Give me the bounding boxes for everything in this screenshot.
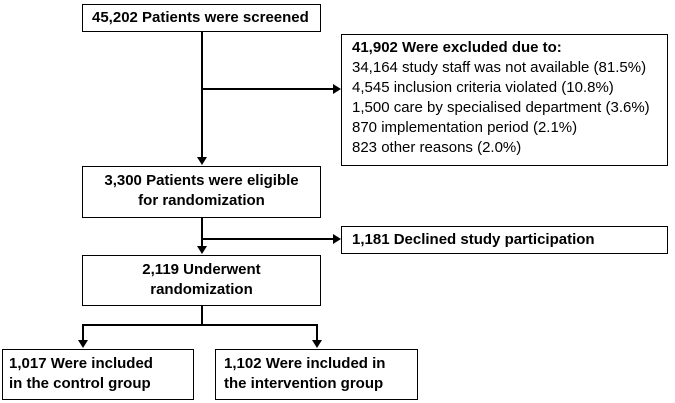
declined-text: 1,181 Declined study participation <box>352 231 595 248</box>
excluded-reason-3: 1,500 care by specialised department (3.… <box>352 99 650 116</box>
excluded-reason-4: 870 implementation period (2.1%) <box>352 119 578 136</box>
excluded-reason-2: 4,545 inclusion criteria violated (10.8%… <box>352 79 614 96</box>
arrow-to-randomized <box>197 246 207 254</box>
intervention-box: 1,102 Were included in the intervention … <box>215 349 418 400</box>
control-text-line2: in the control group <box>9 375 151 392</box>
eligible-text-line1: 3,300 Patients were eligible <box>104 172 299 189</box>
excluded-box: 41,902 Were excluded due to: 34,164 stud… <box>341 34 668 166</box>
excluded-title: 41,902 Were excluded due to: <box>352 39 562 56</box>
control-box: 1,017 Were included in the control group <box>2 349 194 400</box>
excluded-reason-1: 34,164 study staff was not available (81… <box>352 59 647 76</box>
connector-to-control <box>82 324 84 340</box>
arrow-to-eligible <box>197 157 207 165</box>
randomized-text-line2: randomization <box>150 281 253 298</box>
eligible-box: 3,300 Patients were eligible for randomi… <box>82 166 321 218</box>
intervention-text-line2: the intervention group <box>224 375 384 392</box>
screened-text: 45,202 Patients were screened <box>92 9 309 26</box>
connector-eligible-to-randomized <box>201 218 203 246</box>
control-text-line1: 1,017 Were included <box>9 355 153 372</box>
arrow-to-control <box>78 340 88 348</box>
excluded-reason-5: 823 other reasons (2.0%) <box>352 139 522 156</box>
connector-to-intervention <box>316 324 318 340</box>
randomized-text-line1: 2,119 Underwent <box>142 261 261 278</box>
arrow-to-excluded <box>333 84 341 94</box>
connector-split-horizontal <box>82 324 317 326</box>
connector-randomized-down <box>201 305 203 325</box>
randomized-box: 2,119 Underwent randomization <box>82 255 321 306</box>
declined-box: 1,181 Declined study participation <box>341 226 668 254</box>
eligible-text-line2: for randomization <box>138 192 265 209</box>
screened-box: 45,202 Patients were screened <box>82 4 321 32</box>
connector-to-declined <box>202 238 333 240</box>
connector-screened-to-eligible <box>201 31 203 157</box>
arrow-to-declined <box>333 234 341 244</box>
intervention-text-line1: 1,102 Were included in <box>224 355 386 372</box>
connector-to-excluded <box>202 88 333 90</box>
arrow-to-intervention <box>312 340 322 348</box>
